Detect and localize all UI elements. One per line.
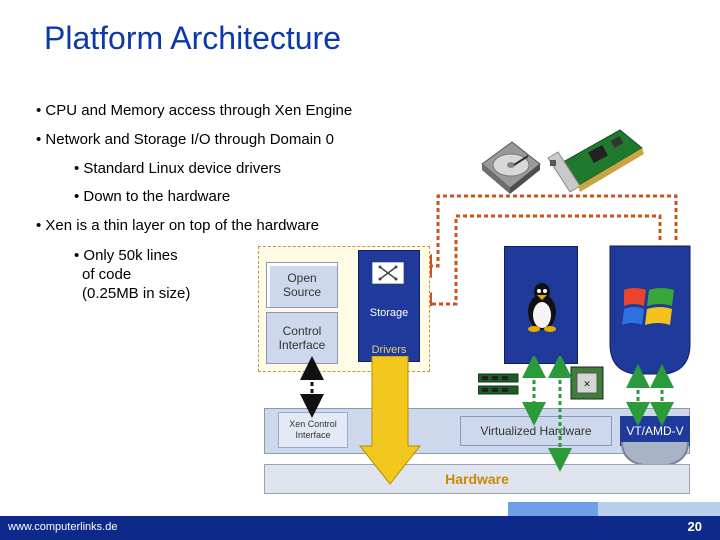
open-source-label-2: Source (282, 285, 322, 299)
control-interface-label-1: Control (282, 324, 322, 338)
flow-arrows (300, 356, 674, 485)
xen-control-interface-box: Xen Control Interface (278, 412, 348, 448)
drivers-label: Drivers (371, 344, 407, 356)
storage-drivers-box (358, 250, 420, 362)
hardware-label: Hardware (445, 471, 509, 487)
control-interface-label-2: Interface (278, 338, 326, 352)
footer-bar (0, 516, 720, 540)
page-number: 20 (687, 519, 702, 534)
xen-control-label-1: Xen Control (289, 419, 337, 429)
bullet-code-size-line-3: (0.25MB in size) (82, 285, 191, 302)
memory-module-icon (478, 373, 519, 395)
control-interface-box: Control Interface (266, 312, 338, 364)
footer-url: www.computerlinks.de (8, 521, 118, 533)
bullet-code-size-line-2: of code (82, 266, 132, 283)
open-source-box: Open Source (266, 262, 338, 308)
storage-label: Storage (369, 307, 409, 319)
open-source-label-1: Open (287, 271, 317, 285)
vt-amd-v-label: VT/AMD-V (626, 424, 684, 438)
bullet-down-hardware: • Down to the hardware (74, 188, 231, 205)
bullet-code-size-line-1: • Only 50k lines (74, 247, 178, 264)
bullet-code-size: • Only 50k lines of code (0.25MB in size… (74, 246, 190, 303)
bullet-network-storage: • Network and Storage I/O through Domain… (36, 131, 334, 148)
io-arrows (408, 194, 678, 306)
network-switch-icon (372, 262, 404, 284)
hard-disk-icon (481, 141, 541, 194)
bullet-linux-drivers: • Standard Linux device drivers (74, 160, 282, 177)
xen-control-label-2: Interface (295, 430, 331, 440)
page-title: Platform Architecture (44, 20, 341, 56)
network-card-icon (547, 129, 644, 193)
bullet-xen-thin-layer: • Xen is a thin layer on top of the hard… (36, 217, 319, 234)
footer-accent-bar-1 (508, 502, 598, 516)
footer-accent-bar-2 (598, 502, 720, 516)
svg-text:✕: ✕ (583, 380, 591, 390)
bullet-cpu-memory: • CPU and Memory access through Xen Engi… (36, 102, 353, 119)
hardware-layer: Hardware (264, 464, 690, 494)
tux-penguin-icon (528, 283, 556, 332)
cpu-chip-icon: ✕ (570, 366, 604, 400)
windows-logo-icon (622, 288, 674, 325)
